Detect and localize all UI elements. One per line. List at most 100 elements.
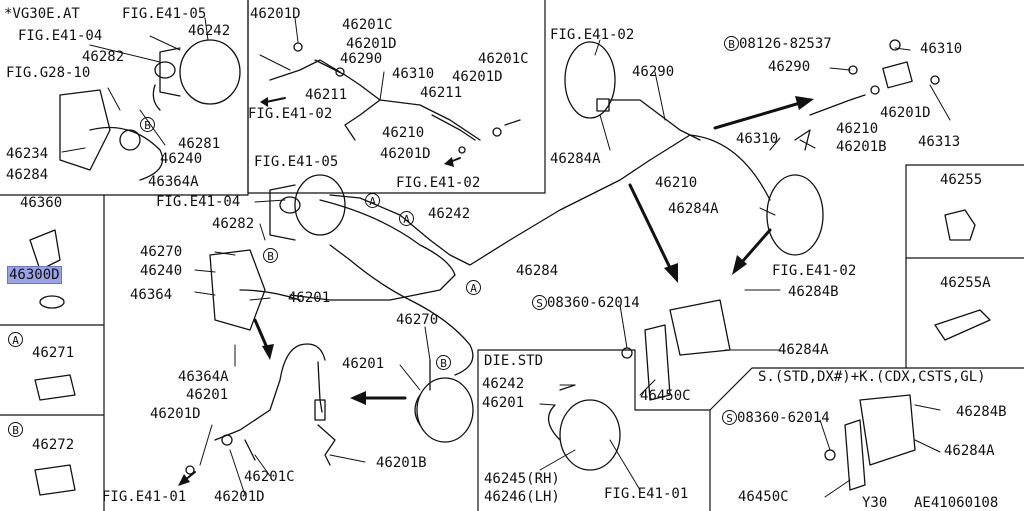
part-number[interactable]: 46360	[20, 195, 63, 211]
callout-b-marker: B	[436, 355, 451, 370]
callout-b-marker: B	[263, 248, 278, 263]
part-number[interactable]: 46310	[736, 131, 779, 147]
fig-ref[interactable]: FIG.E41-02	[396, 175, 481, 191]
part-number[interactable]: 46210	[655, 175, 698, 191]
part-number[interactable]: 46240	[140, 263, 183, 279]
callout-s-icon: S	[532, 295, 547, 310]
fig-ref[interactable]: FIG.E41-01	[102, 489, 187, 505]
part-number[interactable]: 46310	[392, 66, 435, 82]
callout-a-icon: A	[466, 280, 481, 295]
part-number[interactable]: 46245(RH)	[484, 471, 560, 487]
part-number[interactable]: 46201D	[214, 489, 265, 505]
part-number[interactable]: 46201B	[836, 139, 887, 155]
part-number[interactable]: 46284	[6, 167, 49, 183]
fig-ref[interactable]: FIG.E41-02	[550, 27, 635, 43]
part-number[interactable]: 46201	[342, 356, 385, 372]
selected-part-number[interactable]: 46300D	[7, 266, 62, 284]
part-number[interactable]: 46246(LH)	[484, 489, 560, 505]
part-number[interactable]: 46310	[920, 41, 963, 57]
variant-label: *VG30E.AT	[4, 6, 80, 22]
direction-arrows	[178, 96, 814, 486]
callout-b-icon: B	[140, 117, 155, 132]
callout-b-icon: B	[724, 36, 739, 51]
main-brake-tubes	[289, 134, 771, 376]
part-number[interactable]: 46211	[420, 85, 463, 101]
part-number[interactable]: 46240	[160, 151, 203, 167]
part-number[interactable]: 46242	[188, 23, 231, 39]
part-number[interactable]: 46201C	[244, 469, 295, 485]
part-number[interactable]: 46364	[130, 287, 173, 303]
fig-ref[interactable]: FIG.E41-01	[604, 486, 689, 502]
part-number[interactable]: 46284	[516, 263, 559, 279]
caliper-center	[414, 359, 474, 443]
part-number[interactable]: 46364A	[178, 369, 229, 385]
part-number[interactable]: 46290	[768, 59, 811, 75]
part-number[interactable]: 46284B	[788, 284, 839, 300]
callout-a-icon: A	[399, 211, 414, 226]
part-number[interactable]: 46234	[6, 146, 49, 162]
part-number[interactable]: 46201C	[342, 17, 393, 33]
leader-lines	[61, 17, 951, 498]
part-number[interactable]: 46201D	[880, 105, 931, 121]
part-number[interactable]: 46201D	[380, 146, 431, 162]
part-number[interactable]: 46270	[396, 312, 439, 328]
part-number[interactable]: 46284A	[668, 201, 719, 217]
model-code: Y30	[862, 495, 888, 511]
callout-a-icon: A	[8, 332, 23, 347]
callout-a-marker: A	[466, 280, 481, 295]
part-number[interactable]: 46313	[918, 134, 961, 150]
part-number[interactable]: 46284A	[778, 342, 829, 358]
fig-ref[interactable]: FIG.E41-04	[156, 194, 241, 210]
part-number[interactable]: 46210	[836, 121, 879, 137]
fig-ref[interactable]: FIG.E41-04	[18, 28, 103, 44]
caliper-die-std	[548, 384, 621, 471]
part-number[interactable]: 46201	[186, 387, 229, 403]
part-number[interactable]: 46201D	[452, 69, 503, 85]
callout-b-icon: B	[436, 355, 451, 370]
part-number[interactable]: 46201C	[478, 51, 529, 67]
part-number[interactable]: 46201D	[346, 36, 397, 52]
callout-b-icon: B	[263, 248, 278, 263]
part-number[interactable]: 46201D	[150, 406, 201, 422]
part-number[interactable]: 46281	[178, 136, 221, 152]
part-number[interactable]: 46255A	[940, 275, 991, 291]
part-number[interactable]: 46450C	[738, 489, 789, 505]
part-number[interactable]: 46284A	[550, 151, 601, 167]
fig-ref[interactable]: FIG.E41-02	[772, 263, 857, 279]
fig-ref[interactable]: FIG.E41-02	[248, 106, 333, 122]
fig-ref[interactable]: FIG.E41-05	[122, 6, 207, 22]
part-number[interactable]: 46242	[482, 376, 525, 392]
part-number[interactable]: 46290	[632, 64, 675, 80]
part-number[interactable]: 46255	[940, 172, 983, 188]
part-number[interactable]: 46450C	[640, 388, 691, 404]
part-number[interactable]: 46201B	[376, 455, 427, 471]
part-number[interactable]: 46290	[340, 51, 383, 67]
part-number[interactable]: 46282	[212, 216, 255, 232]
fig-ref[interactable]: FIG.G28-10	[6, 65, 91, 81]
part-number[interactable]: 46210	[382, 125, 425, 141]
flex-hose	[185, 343, 336, 475]
section-title: DIE.STD	[484, 353, 544, 369]
part-number[interactable]: 46284A	[944, 443, 995, 459]
part-number[interactable]: 46201	[288, 290, 331, 306]
part-number[interactable]: 46201	[482, 395, 525, 411]
backing-plate-top	[564, 41, 824, 256]
part-number[interactable]: 46201D	[250, 6, 301, 22]
fig-ref[interactable]: FIG.E41-05	[254, 154, 339, 170]
callout-b-marker: B	[140, 117, 155, 132]
part-number[interactable]: 46364A	[148, 174, 199, 190]
part-number[interactable]: 46282	[82, 49, 125, 65]
variant-note: S.(STD,DX#)+K.(CDX,CSTS,GL)	[758, 369, 986, 385]
part-number[interactable]: 46271	[32, 345, 75, 361]
part-number[interactable]: 46272	[32, 437, 75, 453]
part-number[interactable]: 46284B	[956, 404, 1007, 420]
callout-a-marker: A	[365, 193, 380, 208]
part-number[interactable]: 46270	[140, 244, 183, 260]
part-number[interactable]: 46211	[305, 87, 348, 103]
part-number[interactable]: 46242	[428, 206, 471, 222]
